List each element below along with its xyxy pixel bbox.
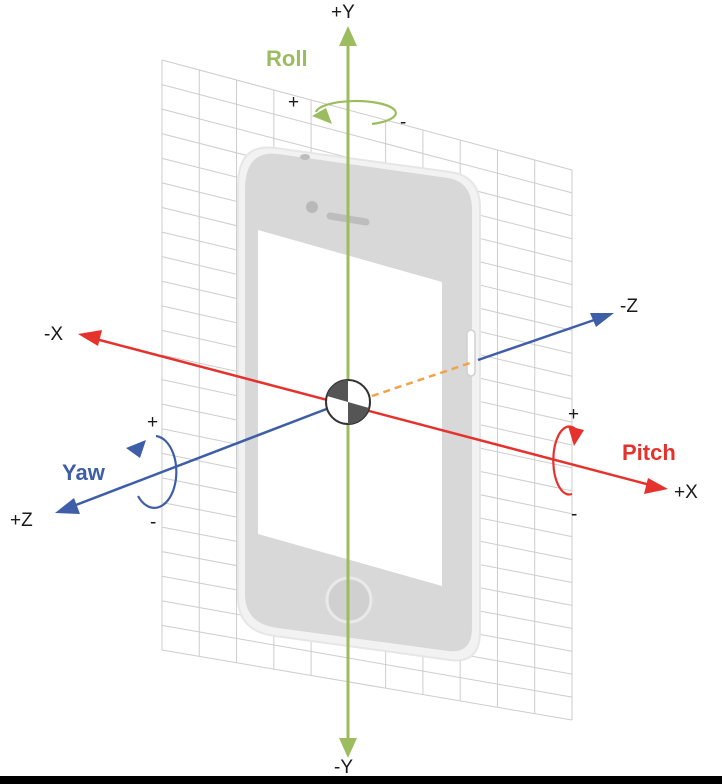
roll-title: Roll — [266, 46, 308, 71]
roll-plus-sign: + — [288, 92, 299, 113]
minus-y-label: -Y — [334, 757, 353, 776]
center-of-mass-icon — [325, 379, 371, 425]
phone-top-sensor — [300, 154, 310, 160]
yaw-rotation-arrow — [126, 434, 178, 509]
pitch-plus-sign: + — [568, 404, 579, 425]
minus-x-arrowhead — [78, 330, 102, 346]
grid-line-horizontal — [161, 59, 573, 171]
minus-z-axis-line — [477, 316, 601, 362]
grid-line-horizontal — [161, 649, 573, 721]
roll-minus-sign: - — [400, 112, 406, 133]
yaw-plus-sign: + — [147, 412, 158, 433]
pitch-minus-sign: - — [571, 504, 577, 525]
yaw-title: Yaw — [62, 460, 106, 485]
minus-z-arrowhead — [590, 313, 614, 327]
x-axis-line — [91, 336, 655, 488]
minus-x-label: -X — [44, 324, 63, 345]
plus-x-arrowhead — [644, 478, 668, 494]
roll-rotation-arrow — [312, 99, 397, 126]
plus-z-arrowhead — [55, 498, 80, 514]
pitch-rotation-arrow — [552, 425, 584, 496]
pitch-title: Pitch — [622, 440, 676, 465]
plus-y-label: +Y — [331, 2, 355, 23]
yaw-minus-sign: - — [150, 512, 156, 533]
grid-line-horizontal — [161, 84, 573, 194]
grid-line-horizontal — [161, 624, 573, 698]
z-axis-back-dashed — [371, 361, 471, 398]
minus-y-arrowhead — [339, 738, 357, 758]
phone-side-switch — [466, 329, 476, 377]
minus-z-label: -Z — [620, 296, 638, 317]
plus-x-label: +X — [674, 482, 698, 503]
phone-camera — [306, 201, 318, 213]
plus-z-label: +Z — [10, 510, 33, 531]
plus-z-axis-line — [67, 398, 351, 510]
plus-y-arrowhead — [339, 26, 357, 46]
